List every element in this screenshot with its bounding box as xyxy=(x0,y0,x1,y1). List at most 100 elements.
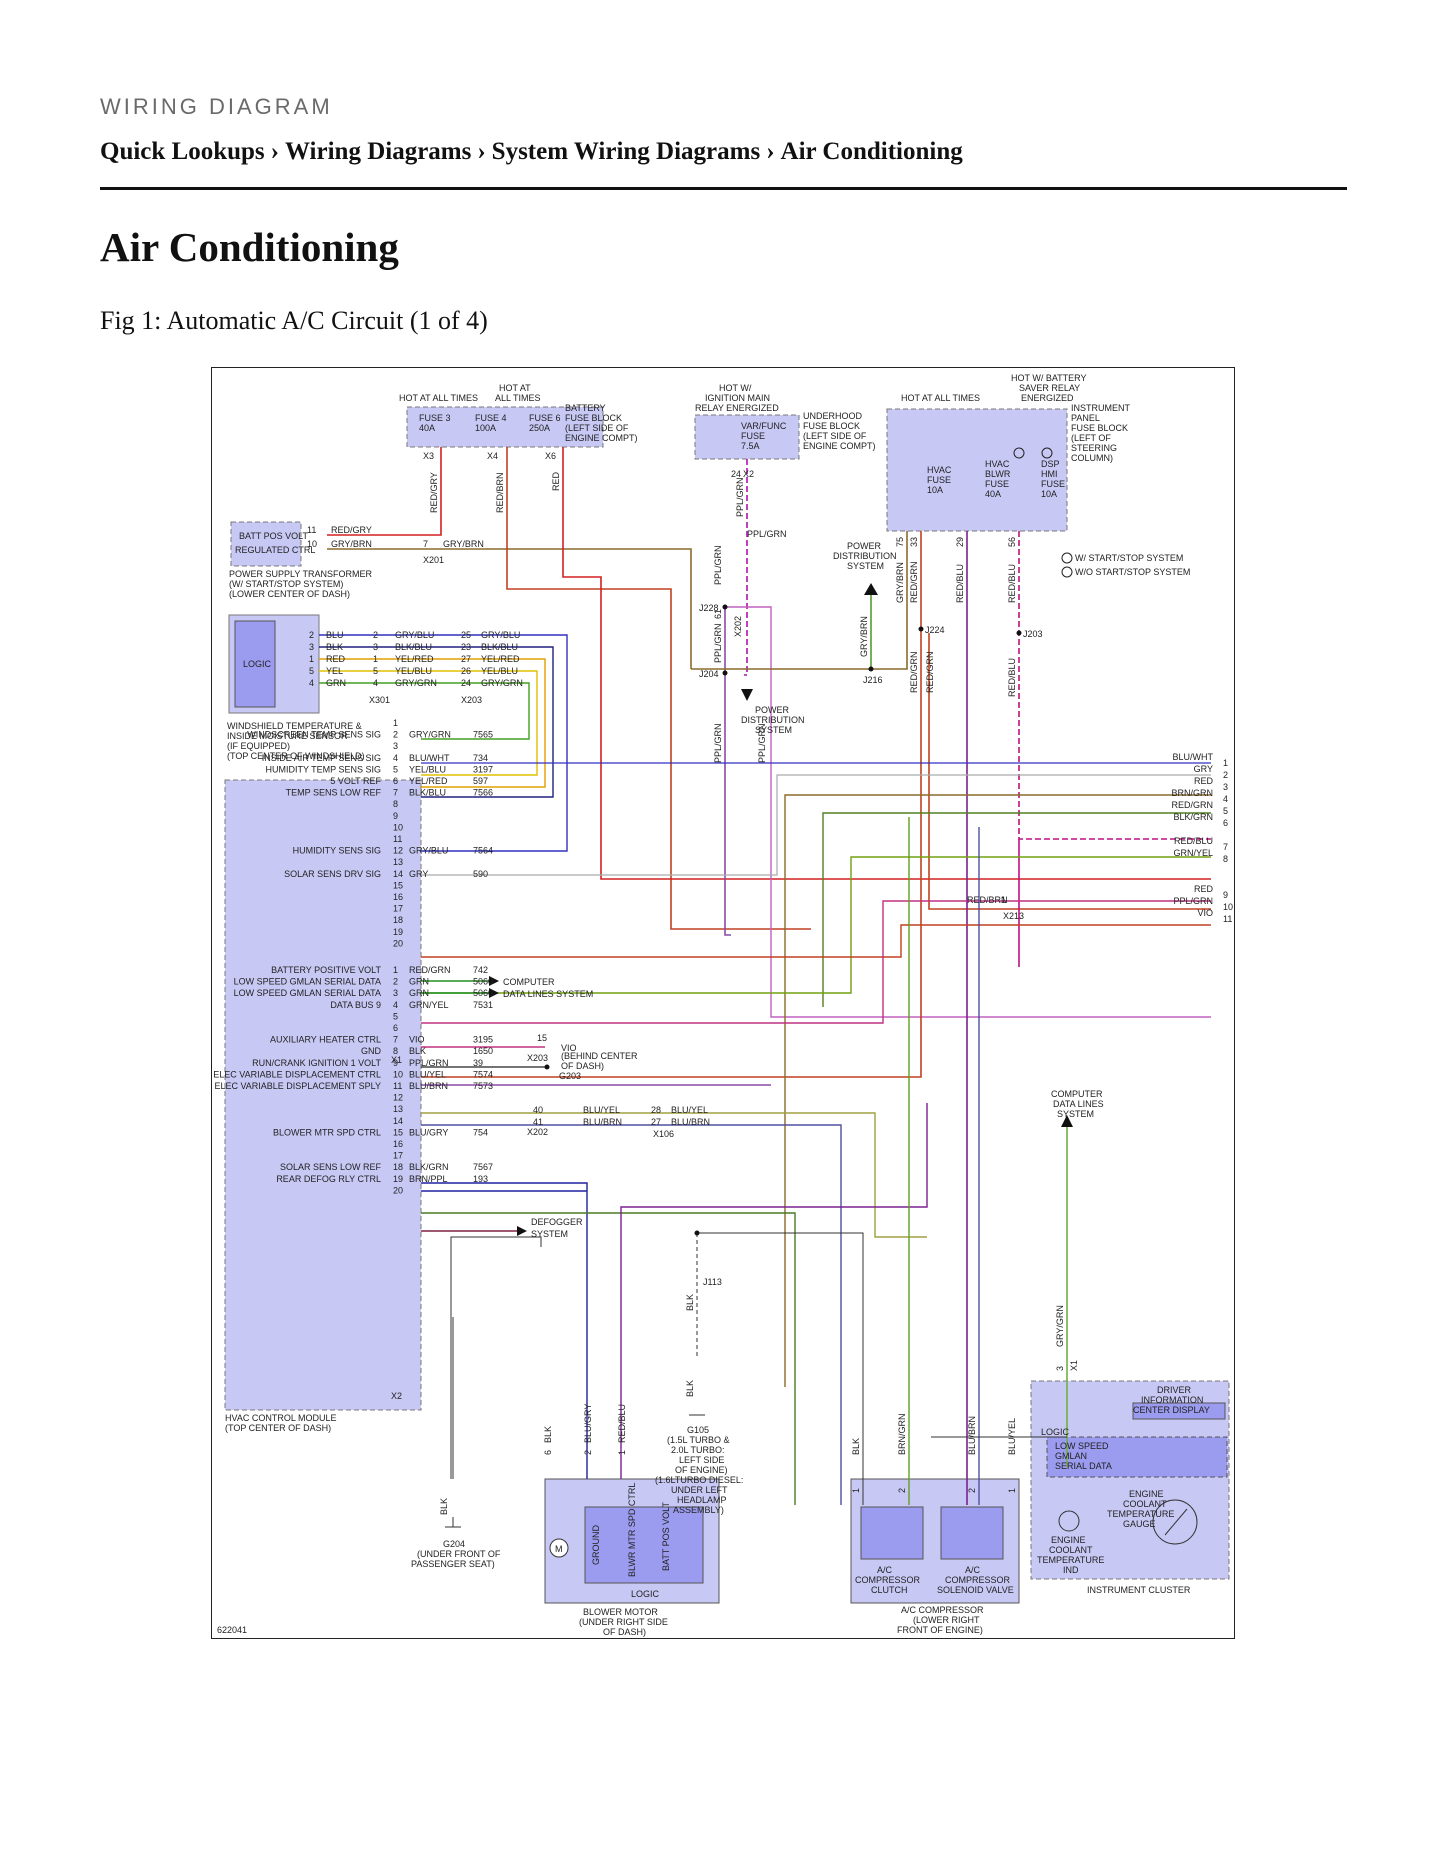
breadcrumb-separator: › xyxy=(477,138,486,165)
sensor-wire-label: GRY/BLU xyxy=(395,630,434,640)
splice-j204-label: J204 xyxy=(699,669,719,679)
coolant-gauge xyxy=(1152,1499,1198,1545)
wire-blu-yel xyxy=(421,1112,927,1238)
hvac-x1-signal-label: WINDSCREEN TEMP SENS SIG xyxy=(247,730,381,740)
batt-pos-wire-red-gry: RED/GRY xyxy=(331,525,372,535)
right-edge-wire-label: PPL/GRN xyxy=(1173,896,1213,906)
hvac-x2-signal-label: BLOWER MTR SPD CTRL xyxy=(273,1127,381,1137)
hvac-x1-pin: 4 xyxy=(393,753,398,763)
breadcrumb-air-conditioning[interactable]: Air Conditioning xyxy=(780,138,963,165)
splice-j204 xyxy=(722,670,728,676)
wire-red-brn xyxy=(506,447,811,930)
cluster-pin-3: 3 xyxy=(1055,1366,1065,1371)
sensor-wire-label: GRY/GRN xyxy=(481,678,523,688)
breadcrumb-system-wiring-diagrams[interactable]: System Wiring Diagrams xyxy=(491,138,761,165)
ip-block-4: (LEFT OF xyxy=(1071,433,1111,443)
dsp-fuse-3: FUSE xyxy=(1041,479,1065,489)
x301-pin: 2 xyxy=(373,630,378,640)
comp-pin-2b: 2 xyxy=(967,1488,977,1493)
right-edge-pin: 3 xyxy=(1223,782,1228,792)
hvac-x1-pin: 8 xyxy=(393,799,398,809)
hvac-x1-pin: 9 xyxy=(393,811,398,821)
wire-label-ppl-grn-1: PPL/GRN xyxy=(735,477,745,517)
hvac-x1-circuit-number: 7564 xyxy=(473,846,493,856)
sensor-wire-label: GRN xyxy=(326,678,346,688)
blower-ground-label: GROUND xyxy=(591,1525,601,1565)
note-2-legend-marker xyxy=(1061,566,1073,578)
sensor-wire-label: YEL/BLU xyxy=(395,666,432,676)
gauge-label-3: TEMPERATURE xyxy=(1107,1509,1174,1519)
wire-label-ppl-grn-2: PPL/GRN xyxy=(713,545,723,585)
right-edge-wire-label: RED xyxy=(1194,884,1214,894)
hvac-x2-circuit-number: 1650 xyxy=(473,1046,493,1056)
comp-pin-1a: 1 xyxy=(851,1488,861,1493)
hvac-x1-circuit-number: 7566 xyxy=(473,788,493,798)
arrow-cluster-data-up xyxy=(1061,1115,1073,1127)
breadcrumb-wiring-diagrams[interactable]: Wiring Diagrams xyxy=(285,138,472,165)
x202-blu-yel: BLU/YEL xyxy=(583,1105,620,1115)
g204-caption-2: PASSENGER SEAT) xyxy=(411,1559,495,1569)
hvac-x2-wire-label: BRN/PPL xyxy=(409,1174,448,1184)
sensor-wire-label: RED xyxy=(326,654,346,664)
comp-wire-blk: BLK xyxy=(851,1438,861,1455)
blower-logic: LOGIC xyxy=(631,1589,660,1599)
label-hot-all-times-1: HOT AT ALL TIMES xyxy=(399,393,478,403)
hvac-x1-pin: 18 xyxy=(393,915,403,925)
hot-ign-3: RELAY ENERGIZED xyxy=(695,403,779,413)
clutch-coil-block xyxy=(860,1506,924,1560)
comp-wire-blu-brn: BLU/BRN xyxy=(967,1416,977,1455)
wire-label-ppl-grn-3: PPL/GRN xyxy=(713,623,723,663)
g105-caption-1: (1.5L TURBO & xyxy=(667,1435,730,1445)
hvac-x1-pin: 10 xyxy=(393,822,403,832)
label-hot-all-times-2: HOT AT ALL TIMES xyxy=(901,393,980,403)
hvac-x2-wire-label: BLU/YEL xyxy=(409,1069,446,1079)
g203-label: G203 xyxy=(559,1071,581,1081)
x106-blu-yel: BLU/YEL xyxy=(671,1105,708,1115)
power-dist-b-2: DISTRIBUTION xyxy=(741,715,805,725)
x2-label: X2 xyxy=(743,469,754,479)
wire-gry-brn-fuse xyxy=(691,531,908,670)
hvac-x2-pin: 15 xyxy=(393,1127,403,1137)
hvac-x2-signal-label: ELEC VARIABLE DISPLACEMENT SPLY xyxy=(214,1081,381,1091)
wire-red-gry xyxy=(327,447,442,536)
hvac-fuse-3: 10A xyxy=(927,485,943,495)
power-dist-b-1: POWER xyxy=(755,705,790,715)
x203-label: X203 xyxy=(461,695,482,705)
sensor-caption-2: INSIDE MOISTURE SENSOR xyxy=(227,731,348,741)
hvac-x2-pin: 3 xyxy=(393,988,398,998)
battery-block-2: FUSE BLOCK xyxy=(565,413,622,423)
instrument-panel-fuse-block xyxy=(886,408,1068,532)
sensor-wire-label: BLK xyxy=(326,642,343,652)
hvac-x1-signal-label: TEMP SENS LOW REF xyxy=(286,788,382,798)
wire-vio xyxy=(421,900,1211,1024)
wire-yel-red xyxy=(319,658,546,788)
ground-g203 xyxy=(544,1064,550,1070)
ip-block-3: FUSE BLOCK xyxy=(1071,423,1128,433)
sensor-pin: 3 xyxy=(309,642,314,652)
hvac-fuse-2: FUSE xyxy=(927,475,951,485)
gauge-label-4: GAUGE xyxy=(1123,1519,1156,1529)
right-edge-pin: 9 xyxy=(1223,890,1228,900)
figure-caption: Fig 1: Automatic A/C Circuit (1 of 4) xyxy=(100,306,488,335)
cluster-data-1: COMPUTER xyxy=(1051,1089,1103,1099)
sensor-wire-label: GRY/BLU xyxy=(481,630,520,640)
hvac-x2-pin: 7 xyxy=(393,1035,398,1045)
hvac-x2-pin: 14 xyxy=(393,1116,403,1126)
pin-75: 75 xyxy=(895,537,905,547)
hvac-x2-wire-label: PPL/GRN xyxy=(409,1058,449,1068)
hvac-caption-1: HVAC CONTROL MODULE xyxy=(225,1413,337,1423)
hvac-x2-circuit-number: 193 xyxy=(473,1174,488,1184)
breadcrumb-quick-lookups[interactable]: Quick Lookups xyxy=(100,138,265,165)
label-hot-at: HOT AT xyxy=(499,383,531,393)
wire-blk-grn-2 xyxy=(421,1212,796,1505)
hvac-x2-pin: 5 xyxy=(393,1011,398,1021)
hvac-x2-signal-label: AUXILIARY HEATER CTRL xyxy=(270,1035,381,1045)
right-edge-wire-label: RED/BLU xyxy=(1174,836,1213,846)
hvac-x2-pin: 2 xyxy=(393,977,398,987)
j113-label: J113 xyxy=(703,1277,722,1287)
x202-vertical: X202 xyxy=(733,616,743,637)
hvac-x1-pin: 3 xyxy=(393,741,398,751)
motor-glyph: M xyxy=(555,1544,563,1554)
hvac-x2-wire-label: BLK xyxy=(409,1046,426,1056)
